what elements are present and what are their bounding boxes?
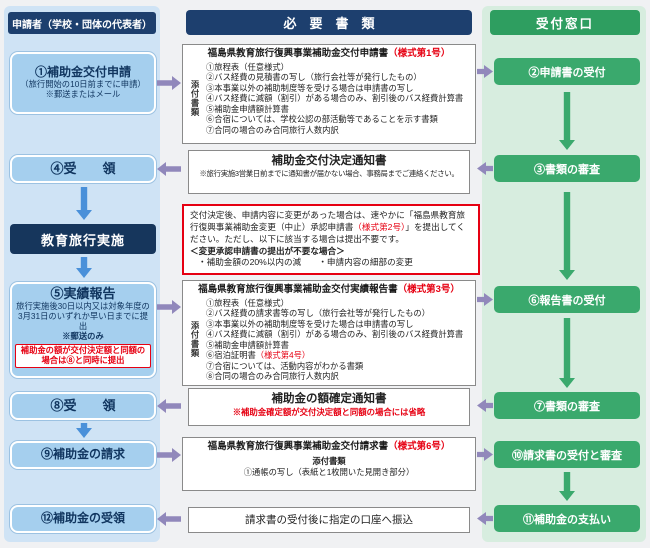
step-7-document-review: ⑦書類の審査: [494, 392, 640, 419]
doc-item: ⑥合宿については、学校公認の部活動等であることを示す書類: [206, 114, 438, 125]
step-8-receipt: ⑧受 領: [10, 392, 156, 420]
arrow-left-icon: [157, 162, 181, 176]
doc-item: ④バス経費に減額（割引）がある場合のみ、割引後のバス経費計算書: [206, 93, 464, 104]
step-1-note: ※郵送またはメール: [45, 88, 121, 99]
documents-header: 必 要 書 類: [186, 10, 472, 35]
notice-amount-confirmation: 補助金の額確定通知書 ※補助金確定額が交付決定額と同額の場合には省略: [188, 388, 470, 426]
doc-result-report-items: ①旅程表（任意様式）②バス経費の請求書等の写し（旅行会社等が発行したもの）③本事…: [206, 298, 469, 382]
doc-result-report: 福島県教育旅行復興事業補助金交付実績報告書（様式第3号） 添付書類 ①旅程表（任…: [182, 280, 476, 386]
doc-item: ⑤補助金申請額計算書: [206, 339, 289, 350]
travel-label: 教育旅行実施: [40, 232, 125, 248]
doc-item: ③本事業以外の補助制度等を受ける場合は申請書の写し: [206, 82, 414, 93]
notice-grant-decision-note: ※旅行実施3営業日前までに通知書が届かない場合、事務局までご連絡ください。: [199, 169, 459, 179]
step-12-label: ⑫補助金の受領: [40, 511, 125, 526]
doc-item: ③本事業以外の補助制度等を受けた場合は申請書の写し: [206, 318, 414, 329]
notice-grant-decision-title: 補助金交付決定通知書: [271, 155, 387, 167]
notice-grant-decision: 補助金交付決定通知書 ※旅行実施3営業日前までに通知書が届かない場合、事務局まで…: [188, 150, 470, 194]
arrow-right-icon: [157, 76, 181, 90]
step-1-subtitle: （旅行開始の10日前までに申請）: [20, 78, 146, 89]
doc-application-items: ①旅程表（任意様式）②バス経費の見積書の写し（旅行会社等が発行したもの）③本事業…: [206, 62, 469, 135]
change-warning-items: ・補助金額の20%以内の減 ・申請内容の細部の変更: [198, 257, 413, 268]
step-9-label: ⑨補助金の請求: [40, 447, 125, 462]
step-12-receipt: ⑫補助金の受領: [10, 505, 156, 533]
step-5-subtitle: 旅行実施後30日以内又は対象年度の3月31日のいずれか早い日までに提出: [16, 300, 150, 331]
step-5-alert: 補助金の額が交付決定額と同額の場合は⑧と同時に提出: [15, 343, 151, 368]
doc-application-title: 福島県教育旅行復興事業補助金交付申請書（様式第1号）: [207, 48, 451, 59]
arrow-left-icon: [157, 399, 181, 413]
step-2-application-reception: ②申請書の受付: [494, 58, 640, 85]
step-1-application: ①補助金交付申請 （旅行開始の10日前までに申請） ※郵送またはメール: [10, 52, 156, 114]
transfer-note: 請求書の受付後に指定の口座へ振込: [188, 507, 470, 533]
doc-item: ①通帳の写し（表紙と1枚開いた見開き部分）: [243, 466, 415, 477]
attach-label: 添付書類: [312, 455, 346, 466]
change-warning-subheading: ＜変更承認申請書の提出が不要な場合＞: [190, 245, 345, 256]
step-8-label: ⑧受 領: [50, 397, 116, 413]
step-3-document-review: ③書類の審査: [494, 155, 640, 182]
doc-item: ②バス経費の見積書の写し（旅行会社等が発行したもの）: [206, 72, 422, 83]
step-11-payment: ⑪補助金の支払い: [494, 505, 640, 532]
doc-item: ⑦合宿については、活動内容がわかる書類: [206, 360, 364, 371]
arrow-right-icon: [157, 300, 181, 314]
doc-claim-items: ①通帳の写し（表紙と1枚開いた見開き部分）: [189, 467, 469, 477]
doc-item: ①旅程表（任意様式）: [206, 61, 289, 72]
step-1-title: ①補助金交付申請: [34, 65, 131, 80]
doc-item: ①旅程表（任意様式）: [206, 297, 289, 308]
notice-amount-title: 補助金の額確定通知書: [271, 393, 387, 405]
doc-item: ⑤補助金申請額計算書: [206, 103, 289, 114]
arrow-right-icon: [157, 448, 181, 462]
notice-amount-note: ※補助金確定額が交付決定額と同額の場合には省略: [232, 407, 426, 418]
attach-label: 添付書類: [190, 79, 200, 118]
change-approval-warning: 交付決定後、申請内容に変更があった場合は、速やかに「福島県教育旅行復興事業補助金…: [182, 204, 480, 276]
step-4-receipt: ④受 領: [10, 155, 156, 183]
applicant-header: 申請者（学校・団体の代表者）: [8, 12, 156, 34]
arrow-left-icon: [157, 512, 181, 526]
step-5-note: ※郵送のみ: [62, 330, 104, 341]
doc-claim-title: 福島県教育旅行復興事業補助金交付請求書（様式第6号）: [207, 441, 451, 452]
doc-item: ⑧合同の場合のみ合同旅行人数内訳: [206, 371, 339, 382]
step-9-claim: ⑨補助金の請求: [10, 441, 156, 469]
attach-label: 添付書類: [190, 321, 200, 359]
doc-item: ⑥宿泊証明書（様式第4号）: [206, 350, 311, 361]
reception-header: 受付窓口: [490, 10, 640, 35]
doc-claim-form: 福島県教育旅行復興事業補助金交付請求書（様式第6号） 添付書類 ①通帳の写し（表…: [182, 437, 476, 491]
travel-execution: 教育旅行実施: [10, 224, 156, 254]
step-5-title: ⑤実績報告: [50, 286, 116, 301]
change-warning-body: 交付決定後、申請内容に変更があった場合は、速やかに「福島県教育旅行復興事業補助金…: [190, 210, 466, 244]
doc-result-report-title: 福島県教育旅行復興事業補助金交付実績報告書（様式第3号）: [198, 284, 460, 295]
doc-item: ②バス経費の請求書等の写し（旅行会社等が発行したもの）: [206, 308, 431, 319]
doc-item: ⑦合同の場合のみ合同旅行人数内訳: [206, 124, 339, 135]
step-6-report-reception: ⑥報告書の受付: [494, 286, 640, 313]
doc-item: ④バス経費に減額（割引）がある場合のみ、割引後のバス経費計算書: [206, 329, 464, 340]
doc-application-form: 福島県教育旅行復興事業補助金交付申請書（様式第1号） 添付書類 ①旅程表（任意様…: [182, 44, 476, 144]
step-4-label: ④受 領: [50, 160, 116, 176]
transfer-label: 請求書の受付後に指定の口座へ振込: [245, 513, 413, 526]
step-5-report: ⑤実績報告 旅行実施後30日以内又は対象年度の3月31日のいずれか早い日までに提…: [10, 282, 156, 378]
step-10-claim-reception: ⑩請求書の受付と審査: [494, 441, 640, 468]
